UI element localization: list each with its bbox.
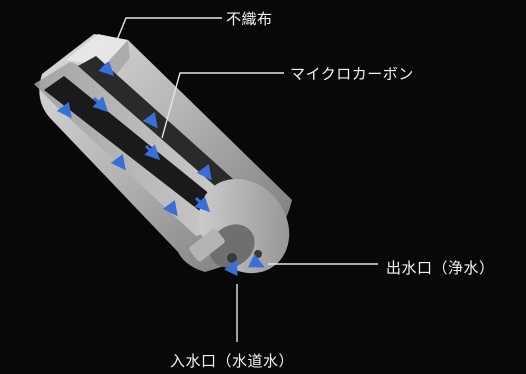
- label-inlet: 入水口（水道水）: [170, 352, 295, 370]
- label-nonwoven: 不織布: [226, 10, 273, 28]
- flow-arrow-icon: [142, 111, 158, 129]
- leader-line-carbon: [161, 72, 284, 139]
- flow-arrow-icon: [144, 144, 161, 161]
- flow-arrow-icon: [223, 259, 238, 277]
- leader-line-nonwoven: [107, 17, 222, 63]
- label-micro-carbon: マイクロカーボン: [290, 65, 414, 83]
- flow-arrow-icon: [247, 253, 265, 268]
- flow-arrows: [56, 60, 265, 277]
- flow-arrow-icon: [110, 153, 126, 171]
- flow-arrow-icon: [162, 199, 178, 217]
- flow-arrow-icon: [56, 101, 72, 119]
- label-outlet: 出水口（浄水）: [386, 259, 495, 277]
- flow-arrow-icon: [98, 60, 115, 77]
- filter-end-cap: [189, 178, 290, 274]
- flow-arrow-icon: [92, 96, 109, 113]
- leader-lines: [107, 17, 378, 342]
- flow-arrow-icon: [194, 196, 211, 213]
- flow-arrow-icon: [196, 163, 212, 181]
